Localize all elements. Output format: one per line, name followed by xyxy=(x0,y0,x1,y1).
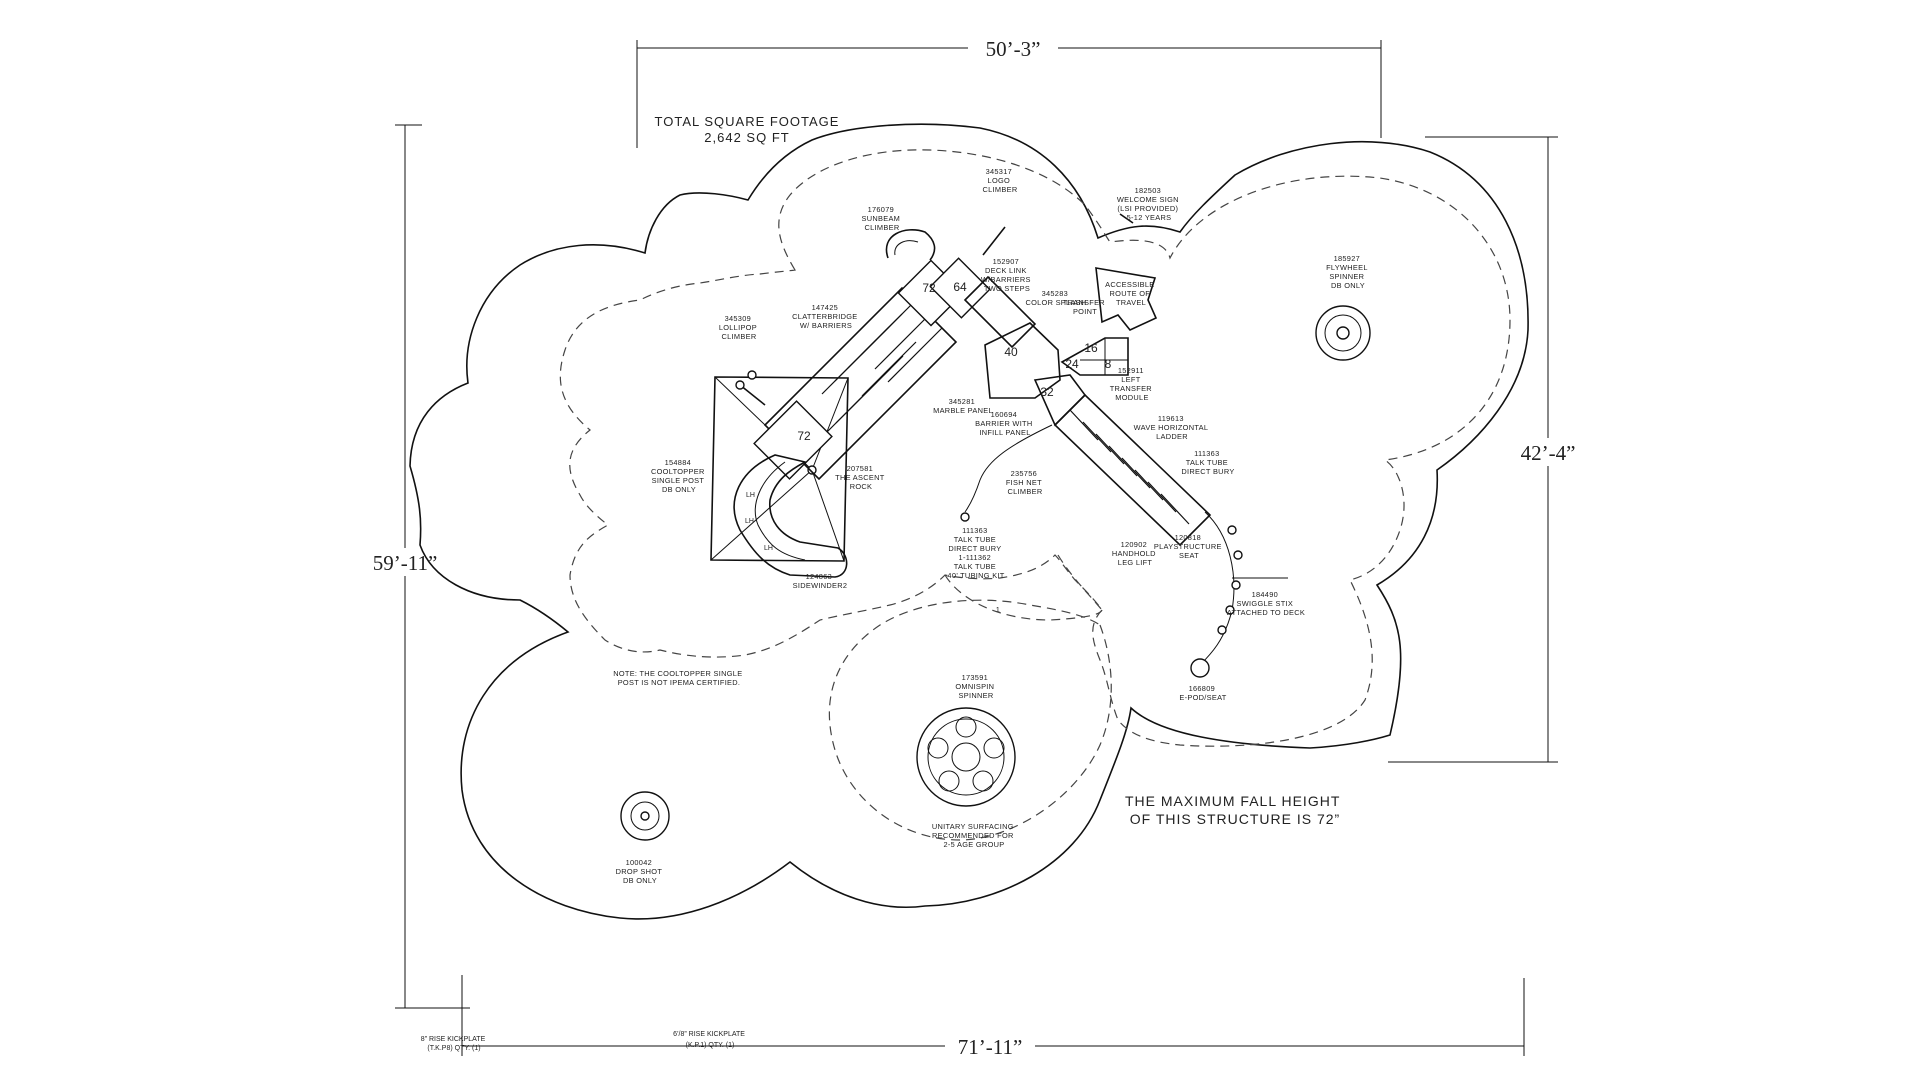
cooltopper-note: NOTE: THE COOLTOPPER SINGLE POST IS NOT … xyxy=(613,669,745,687)
label-transfer-point: TRANSFER POINT xyxy=(1063,298,1108,316)
label-barrier-infill: 160694 BARRIER WITH INFILL PANEL xyxy=(975,410,1035,437)
label-sidewinder: 124863 SIDEWINDER2 xyxy=(793,572,848,590)
label-ascent-rock: 207581 THE ASCENT ROCK xyxy=(835,464,887,491)
slide-mark: LH xyxy=(764,545,773,552)
flywheel-spinner xyxy=(1315,305,1371,361)
deck-height-label: 72 xyxy=(797,429,811,443)
label-handhold: 120902 HANDHOLD LEG LIFT xyxy=(1112,540,1158,567)
label-playstructure-seat: 120818 PLAYSTRUCTURE SEAT xyxy=(1154,533,1224,560)
dimension-top: 50’-3” xyxy=(986,37,1041,61)
wave-horizontal-ladder xyxy=(1053,393,1212,547)
slide-marks: LH LH LH xyxy=(745,492,773,552)
deck-height-label: 72 xyxy=(922,281,936,295)
label-clatterbridge: 147425 CLATTERBRIDGE W/ BARRIERS xyxy=(792,303,860,330)
clatterbridge xyxy=(763,286,958,481)
fall-height-note: THE MAXIMUM FALL HEIGHT OF THIS STRUCTUR… xyxy=(1125,793,1345,827)
omnispin-spinner xyxy=(916,707,1016,807)
label-unitary-surfacing: UNITARY SURFACING RECOMMENDED FOR 2-5 AG… xyxy=(932,822,1016,849)
deck-height-label: 40 xyxy=(1004,345,1018,359)
slide-mark: LH xyxy=(746,492,755,499)
label-talk-tube-left: 111363 TALK TUBE DIRECT BURY 1-111362 TA… xyxy=(947,526,1004,580)
play-structure xyxy=(710,213,1288,678)
label-cooltopper: 154884 COOLTOPPER SINGLE POST DB ONLY xyxy=(651,458,707,494)
label-swiggle-stix: 184490 SWIGGLE STIX ATTACHED TO DECK xyxy=(1227,590,1305,617)
label-lollipop-climber: 345309 LOLLIPOP CLIMBER xyxy=(719,314,759,341)
kickplate-note-left: 8” RISE KICKPLATE (T.K.P8) QTY. (1) xyxy=(421,1036,487,1052)
label-wave-ladder: 119613 WAVE HORIZONTAL LADDER xyxy=(1134,414,1211,441)
safety-zone xyxy=(409,123,1529,920)
square-footage-value: 2,642 SQ FT xyxy=(704,130,789,145)
deck-height-label: 64 xyxy=(953,280,967,294)
deck-height-label: 24 xyxy=(1065,357,1079,371)
label-epod-seat: 166809 E-POD/SEAT xyxy=(1179,684,1226,702)
dimension-lines: 50’-3” 59’-11” 42’-4” 71’-11” xyxy=(350,36,1590,1059)
deck-height-label: 16 xyxy=(1084,341,1098,355)
label-drop-shot: 100042 DROP SHOT DB ONLY xyxy=(616,858,665,885)
drop-shot xyxy=(620,791,670,841)
dimension-bottom: 71’-11” xyxy=(958,1035,1023,1059)
label-welcome-sign: 182503 WELCOME SIGN (LSI PROVIDED) 5-12 … xyxy=(1117,186,1181,222)
dimension-right: 42’-4” xyxy=(1521,441,1576,465)
area-mark: 1 xyxy=(996,605,1000,614)
deck-height-label: 32 xyxy=(1040,385,1054,399)
label-deck-link: 152907 DECK LINK W/BARRIERS TWO STEPS xyxy=(981,257,1033,293)
slide-mark: LH xyxy=(745,518,754,525)
label-color-splash: 345283 COLOR SPLASH xyxy=(1025,289,1086,307)
label-accessible-route: ACCESSIBLE ROUTE OF TRAVEL xyxy=(1105,280,1157,307)
label-flywheel-spinner: 185927 FLYWHEEL SPINNER DB ONLY xyxy=(1326,254,1370,290)
kickplate-note-right: 6’/8” RISE KICKPLATE (K.P.1) QTY. (1) xyxy=(673,1031,747,1049)
label-omnispin: 173591 OMNISPIN SPINNER xyxy=(955,673,996,700)
label-logo-climber: 345317 LOGO CLIMBER xyxy=(983,167,1018,194)
component-labels: 345317 LOGO CLIMBER 182503 WELCOME SIGN … xyxy=(616,167,1370,885)
deck-height-label: 8 xyxy=(1105,357,1112,371)
deck-heights: 72 64 40 32 24 16 8 72 xyxy=(797,280,1111,443)
label-fish-net: 235756 FISH NET CLIMBER xyxy=(1006,469,1044,496)
dimension-left: 59’-11” xyxy=(373,551,438,575)
square-footage-title: TOTAL SQUARE FOOTAGE xyxy=(655,114,840,129)
label-sunbeam-climber: 176079 SUNBEAM CLIMBER xyxy=(861,205,902,232)
label-left-transfer-module: 152911 LEFT TRANSFER MODULE xyxy=(1110,366,1155,402)
cooltopper-shade xyxy=(710,376,849,562)
label-marble-panel: 345281 MARBLE PANEL xyxy=(933,397,993,415)
label-talk-tube-right: 111363 TALK TUBE DIRECT BURY xyxy=(1181,449,1234,476)
sidewinder-slide xyxy=(733,454,848,578)
